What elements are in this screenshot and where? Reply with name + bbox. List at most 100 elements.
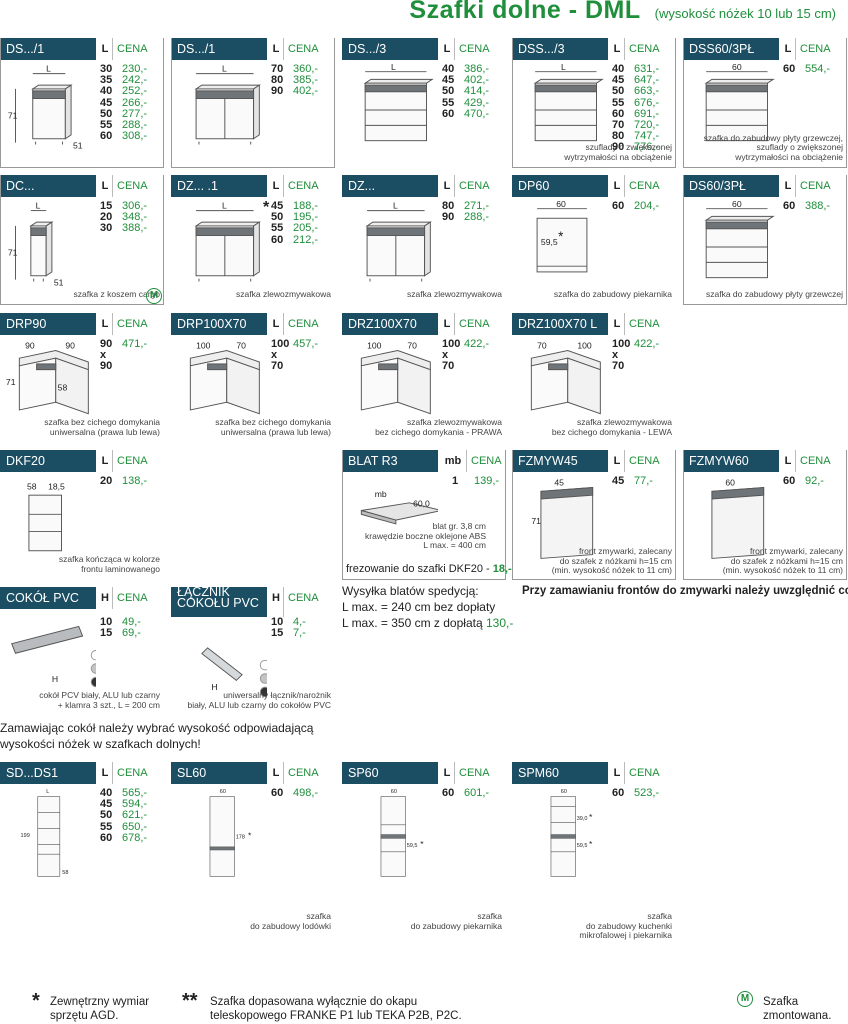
size-value: x (271, 349, 278, 362)
dimension-column-header: L (613, 180, 621, 192)
product-name-line-1: ŁĄCZNIK (177, 587, 230, 599)
product-name: DZ... (342, 175, 440, 197)
dimension-column-header: L (613, 455, 621, 467)
size-value: 50 (442, 85, 455, 98)
price-value: 139,- (474, 475, 500, 487)
price-value: 7,- (293, 627, 306, 640)
dimension-column-header: L (101, 767, 109, 779)
price-row: x (612, 349, 659, 361)
size-value: 60 (100, 130, 113, 143)
size-value: 60 (783, 475, 796, 487)
product-name: DRP100X70 (171, 313, 269, 335)
price-value: 230,- (122, 63, 148, 75)
appliance-star-mark: * (589, 839, 593, 849)
appliance-star-mark: * (589, 812, 593, 822)
dimension-column-header: H (272, 592, 280, 604)
product-caption-line: cokół PCV biały, ALU lub czarny (39, 690, 160, 700)
product-drawing: 60 (711, 478, 765, 559)
dim-width-label: L (46, 64, 51, 74)
product-name: DKF20 (0, 450, 98, 472)
dim-width-label: L (393, 201, 398, 211)
price-value (630, 361, 634, 372)
cabinet-body (364, 82, 427, 142)
price-value: 242,- (122, 74, 148, 87)
size-value: 35 (100, 74, 113, 87)
dim-width-label: 60 (391, 789, 397, 795)
tall-cabinet-panel (209, 846, 235, 851)
end-shelf-body (28, 494, 62, 552)
cabinet-drawer-panel (364, 84, 427, 93)
product-name: DRP90 (0, 313, 98, 335)
dim-height-label: H (211, 682, 217, 692)
appliance-star-mark: * (248, 830, 252, 840)
footer-note-hood: Szafka dopasowana wyłącznie do okapu tel… (210, 995, 462, 1023)
corner-panel (548, 363, 569, 371)
price-value: 676,- (634, 96, 660, 109)
dim-width-label: 60 (732, 201, 742, 209)
dim-width-label: 58 (27, 481, 37, 491)
price-value (118, 350, 122, 361)
product-caption-line: szafka bez cichego domykania (44, 417, 160, 427)
dim-depth-label: 90 (65, 341, 75, 351)
product-caption-line: (min. wysokość nóżek to 11 cm) (722, 565, 843, 575)
dim-depth-label: 70 (407, 341, 417, 351)
dim-height-label: 71 (8, 248, 18, 258)
price-column-header: CENA (283, 762, 335, 784)
price-value: 266,- (122, 96, 148, 109)
product-drawing: 60 (704, 201, 775, 279)
price-column-header: CENA (283, 313, 335, 335)
size-value: 60 (783, 200, 796, 212)
product-caption: szafka do zabudowy płyty grzewczej,szufl… (704, 133, 843, 163)
corner-panel (36, 363, 57, 371)
price-column-header: CENA (795, 450, 847, 472)
cabinet-drawer-panel (195, 90, 255, 99)
product-drawing: L (365, 201, 432, 282)
dim-width-label: 90 (25, 341, 35, 351)
price-column-header: CENA (454, 175, 506, 197)
footer-note-agd-line-2: sprzętu AGD. (50, 1010, 119, 1022)
dim-width-label: L (36, 201, 41, 211)
price-value (460, 361, 464, 372)
plinth-color-swatch (90, 663, 96, 674)
footer-note-hood-line-1: Szafka dopasowana wyłącznie do okapu (210, 996, 418, 1008)
price-row: 90 (100, 361, 147, 372)
size-value: 50 (271, 211, 284, 224)
cabinet-drawer-panel (195, 227, 255, 236)
price-column-header: CENA (795, 38, 847, 60)
product-name: SL60 (171, 762, 269, 784)
price-value: 621,- (122, 809, 148, 822)
cabinet-body (705, 82, 768, 142)
product-caption-line: front zmywarki, zalecany (578, 546, 672, 556)
tall-cabinet-panel (380, 834, 406, 839)
price-value: 92,- (805, 475, 824, 487)
dim-height-label: 71 (8, 111, 18, 121)
product-caption-line: wytrzymałości na obciążenie (564, 151, 672, 162)
product-caption-line: szafka zlewozmywakowa (407, 288, 502, 299)
price-column-header: CENA (454, 38, 506, 60)
plinth-note: Zamawiając cokół należy wybrać wysokość … (0, 720, 313, 752)
dimension-column-header: L (443, 767, 451, 779)
price-column-header: CENA (454, 313, 506, 335)
